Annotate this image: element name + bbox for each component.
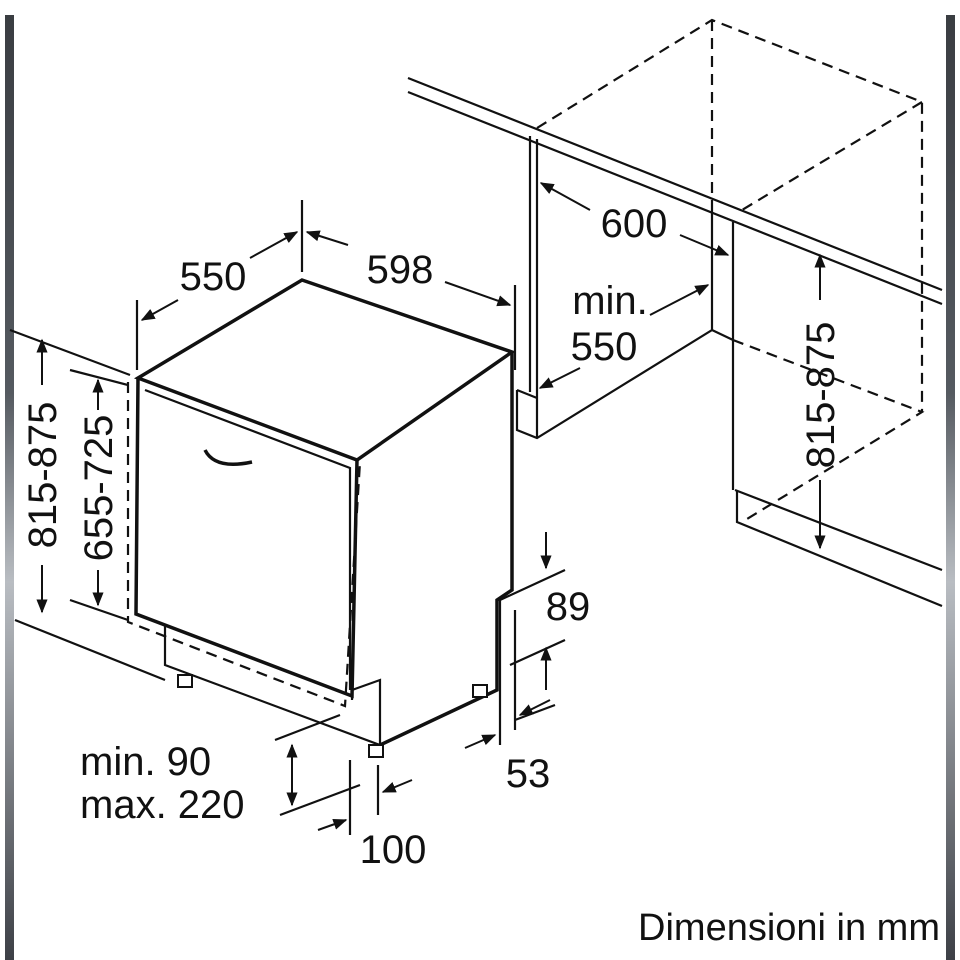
label-toe-89: 89 <box>546 585 591 629</box>
cabinet-niche <box>407 18 943 608</box>
label-plinth-100: 100 <box>360 828 427 872</box>
label-plinth-max: max. 220 <box>80 783 245 827</box>
dashed-niche-outline <box>536 18 925 523</box>
label-niche-height: 815-875 <box>799 322 843 469</box>
label-door-height: 655-725 <box>77 415 121 562</box>
door-handle-icon <box>203 449 253 466</box>
dishwasher-front <box>134 377 359 699</box>
right-border-strip <box>946 15 955 960</box>
dishwasher-top <box>133 278 516 462</box>
dimension-lines <box>9 182 826 835</box>
countertop-edge-bottom <box>407 90 943 306</box>
right-cabinet-plinth <box>734 488 943 608</box>
label-niche-depth-550: 550 <box>571 325 638 369</box>
label-niche-depth-min: min. <box>572 279 648 323</box>
label-depth-550: 550 <box>180 255 247 299</box>
left-cabinet <box>515 136 735 490</box>
label-niche-width-600: 600 <box>601 202 668 246</box>
label-height-left: 815-875 <box>21 402 65 549</box>
door-inner-edge <box>144 388 352 690</box>
dishwasher <box>126 278 516 758</box>
caption-units: Dimensioni in mm <box>638 907 940 949</box>
left-border-strip <box>5 15 14 960</box>
label-toe-53: 53 <box>506 752 551 796</box>
door-panel-dashed <box>126 382 362 708</box>
dishwasher-side <box>379 352 514 747</box>
label-plinth-min: min. 90 <box>80 740 211 784</box>
feet <box>177 674 488 758</box>
countertop-edge-top <box>407 76 943 292</box>
dishwasher-plinth <box>163 625 382 747</box>
label-width-598: 598 <box>367 248 434 292</box>
